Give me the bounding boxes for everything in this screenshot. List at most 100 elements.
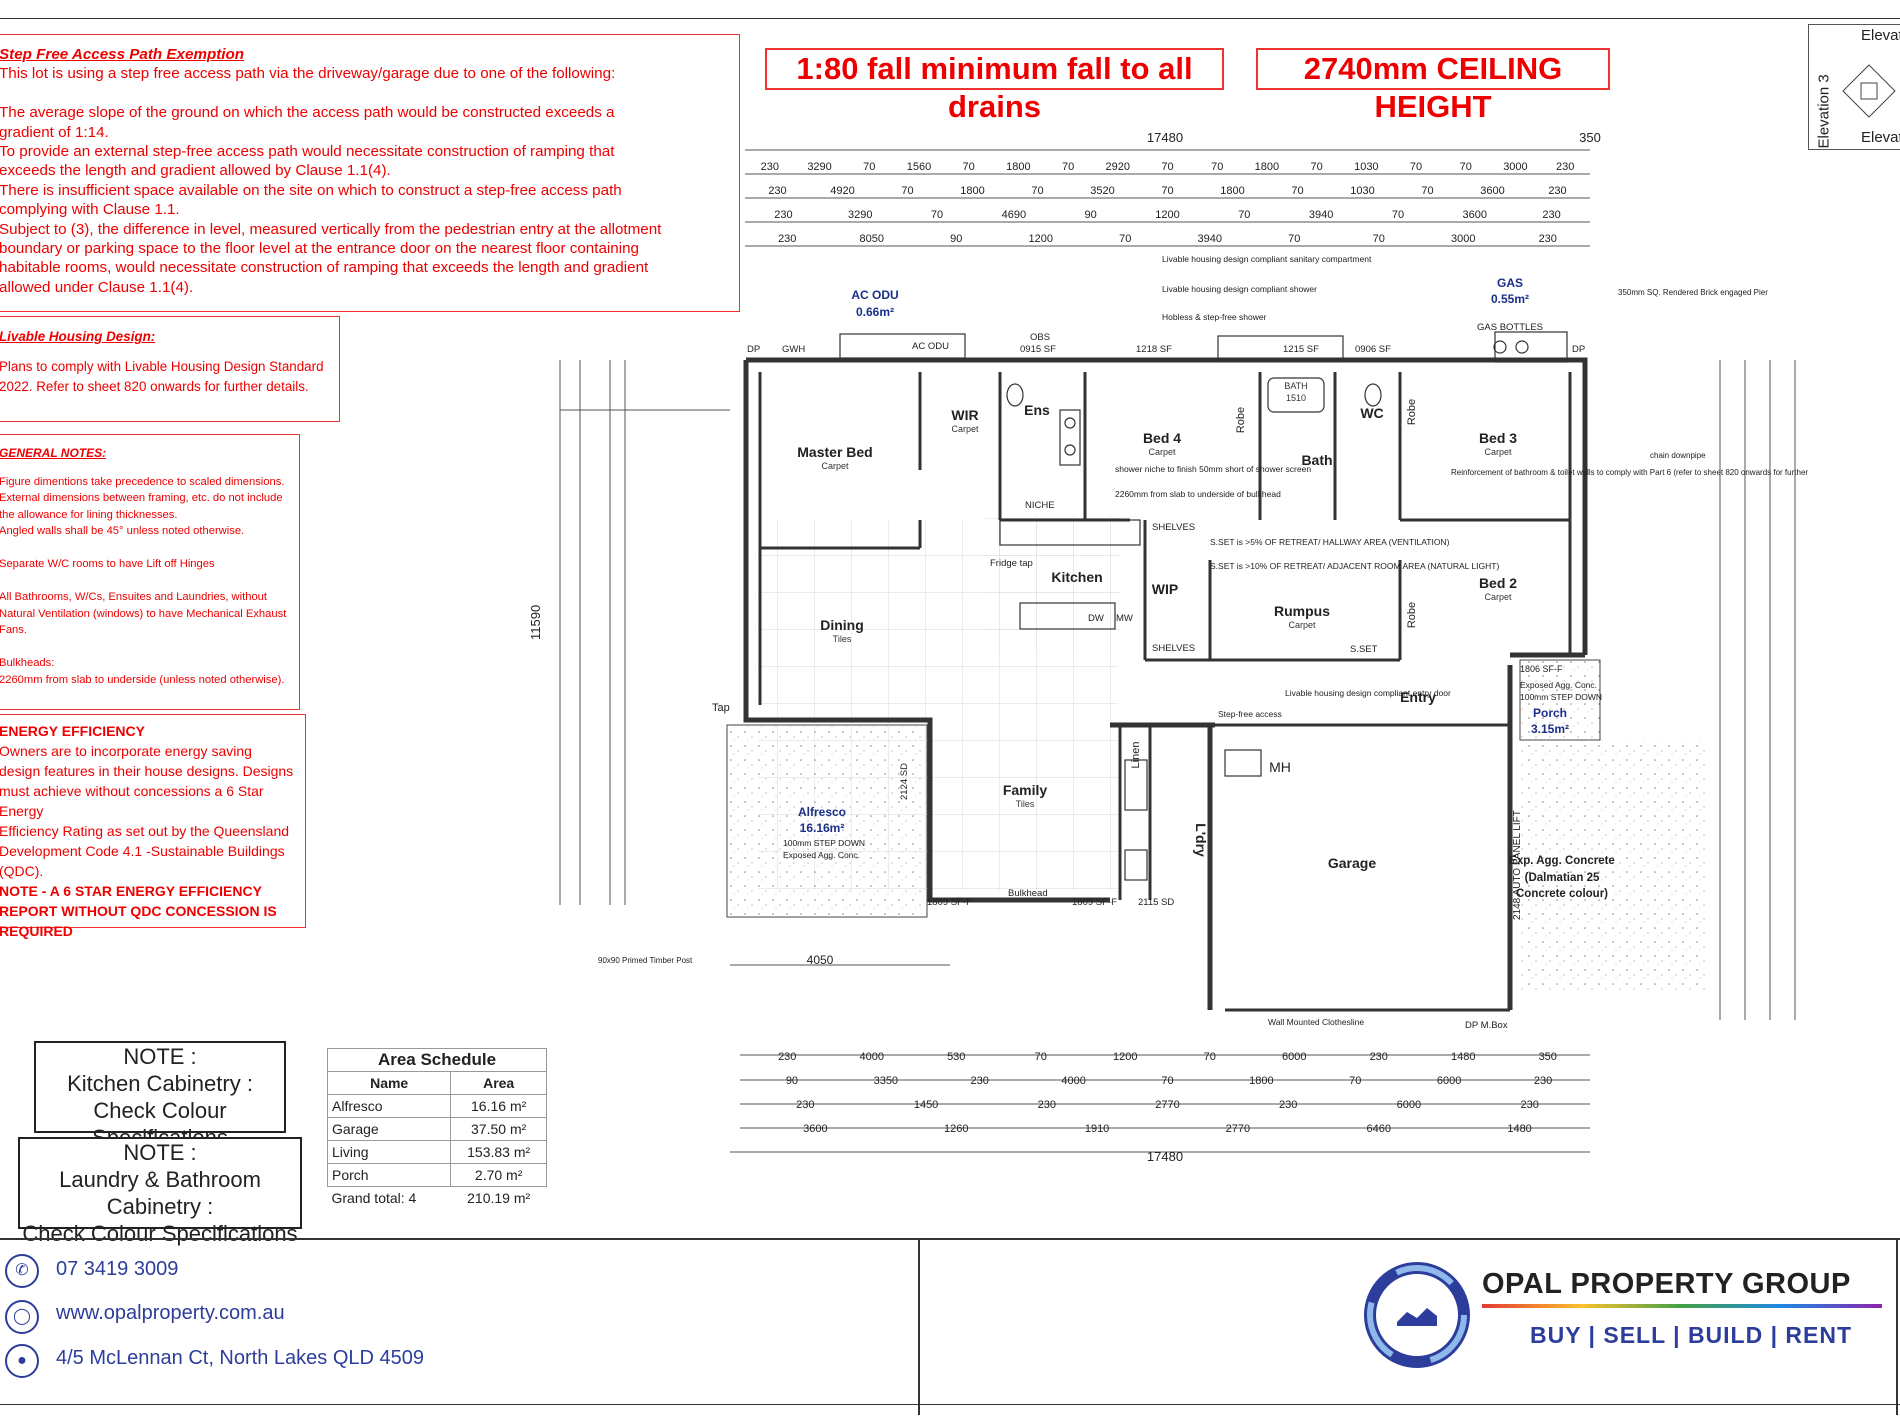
dimension-label: 3940	[1198, 233, 1222, 245]
footer-right-rule	[1896, 1240, 1898, 1415]
alfresco-area: 16.16m²	[800, 821, 845, 835]
note-line: Fans.	[0, 624, 27, 636]
room-wc: WC	[1360, 405, 1383, 421]
finish-wir: Carpet	[951, 424, 979, 434]
dimension-label: 350	[1539, 1051, 1557, 1063]
dimension-label: 70	[1031, 185, 1043, 197]
lhd-entry-label: Livable housing design compliant entry d…	[1285, 688, 1451, 698]
livable-notes: Livable Housing Design: Plans to comply …	[0, 316, 340, 422]
note-line: All Bathrooms, W/Cs, Ensuites and Laundr…	[0, 591, 268, 603]
porch-area: 3.15m²	[1531, 722, 1569, 736]
note-line: Owners are to incorporate energy saving	[0, 743, 252, 759]
dimension-label: 230	[1548, 185, 1566, 197]
room-dining: Dining	[820, 617, 864, 633]
note-line: allowed under Clause 1.1(4).	[0, 278, 194, 296]
room-ens: Ens	[1024, 402, 1050, 418]
dimension-label: 70	[901, 185, 913, 197]
dimension-label: 1260	[944, 1123, 968, 1135]
top-border	[0, 18, 1900, 19]
dimension-label: 3290	[807, 161, 831, 173]
phone-icon: ✆	[5, 1254, 39, 1288]
dimension-label: 230	[796, 1099, 814, 1111]
gas-label: GAS	[1497, 276, 1523, 290]
dimension-label: 1800	[1006, 161, 1030, 173]
sd-2124-label: 2124 SD	[899, 763, 910, 800]
note-line: External dimensions between framing, etc…	[0, 492, 283, 504]
dimension-label: 230	[778, 1051, 796, 1063]
energy-title: ENERGY EFFICIENCY	[0, 723, 145, 739]
dimension-label: 3600	[1463, 209, 1487, 221]
laundry-note-l3: Check Colour Specifications	[22, 1221, 298, 1246]
alfresco-step-label: 100mm STEP DOWN	[783, 838, 865, 848]
dimension-label: 230	[768, 185, 786, 197]
note-line: (QDC).	[0, 863, 44, 879]
dimension-label: 1480	[1451, 1051, 1475, 1063]
footer-divider	[918, 1240, 920, 1415]
area-cell: 2.70 m²	[450, 1163, 547, 1187]
area-col-area: Area	[450, 1071, 547, 1095]
note-line: must achieve without concessions a 6 Sta…	[0, 783, 264, 819]
room-family: Family	[1003, 782, 1048, 798]
dimension-label: 70	[1161, 185, 1173, 197]
brand-name: OPAL PROPERTY GROUP	[1482, 1268, 1851, 1300]
dimension-label: 2920	[1106, 161, 1130, 173]
concrete-colour-label: Concrete colour)	[1516, 888, 1608, 900]
kitchen-note-l1: NOTE :	[123, 1044, 197, 1069]
contact-phone[interactable]: 07 3419 3009	[56, 1258, 179, 1280]
dimension-label: 70	[1373, 233, 1385, 245]
note-line: 2022. Refer to sheet 820 onwards for fur…	[0, 379, 309, 394]
overall-extra-label: 350	[1579, 130, 1601, 145]
dimension-label: 4000	[860, 1051, 884, 1063]
note-line: NOTE - A 6 STAR ENERGY EFFICIENCY	[0, 883, 262, 899]
dimension-label: 70	[1161, 1075, 1173, 1087]
room-kitchen: Kitchen	[1051, 569, 1102, 585]
location-icon: ●	[5, 1344, 39, 1378]
footer-bottom-rule	[0, 1404, 1900, 1405]
area-schedule-title: Area Schedule	[327, 1048, 547, 1072]
dimension-label: 2770	[1155, 1099, 1179, 1111]
dimension-label: 1450	[914, 1099, 938, 1111]
laundry-note-l1: NOTE :	[123, 1140, 197, 1165]
step-free-notes: Step Free Access Path Exemption This lot…	[0, 34, 740, 312]
dimension-label: 230	[1038, 1099, 1056, 1111]
dimension-label: 230	[761, 161, 779, 173]
room-labels: Master Bed WIR Ens Bed 4 Bath WC Bed 3 B…	[797, 402, 1517, 871]
dimension-label: 70	[1211, 161, 1223, 173]
brand-stripe	[1482, 1304, 1882, 1308]
dp-label-right: DP	[1572, 344, 1585, 355]
note-line: Bulkheads:	[0, 657, 55, 669]
dimension-label: 70	[1349, 1075, 1361, 1087]
contact-web[interactable]: www.opalproperty.com.au	[56, 1302, 285, 1324]
dimension-label: 70	[1421, 185, 1433, 197]
panel-lift-label: 2148 AUTO PANEL LIFT	[1512, 810, 1523, 920]
dimension-label: 230	[1556, 161, 1574, 173]
bulkhead-note-label: 2260mm from slab to underside of bulkhea…	[1115, 489, 1281, 499]
dimension-label: 1800	[1249, 1075, 1273, 1087]
dimension-label: 70	[1204, 1051, 1216, 1063]
dimension-label: 6000	[1437, 1075, 1461, 1087]
dimension-label: 1910	[1085, 1123, 1109, 1135]
finish-master-bed: Carpet	[821, 461, 849, 471]
elevation-top-label: Elevation	[1861, 27, 1900, 44]
note-line: exceeds the length and gradient allowed …	[0, 162, 391, 180]
finish-bed2: Carpet	[1484, 592, 1512, 602]
bottom-total-label: 17480	[1147, 1149, 1183, 1164]
pier-note-label: 350mm SQ. Rendered Brick engaged Pier	[1618, 288, 1768, 297]
post-note-label: 90x90 Primed Timber Post	[598, 956, 693, 965]
finish-bed4: Carpet	[1148, 447, 1176, 457]
floor-finish-labels: Carpet Carpet Carpet Carpet Carpet Carpe…	[821, 381, 1512, 809]
step-free-title: Step Free Access Path Exemption	[0, 46, 245, 63]
mbox-label: DP M.Box	[1465, 1020, 1508, 1031]
clothesline-label: Wall Mounted Clothesline	[1268, 1017, 1364, 1027]
bath-tub-size: 1510	[1286, 393, 1306, 403]
footer-top-rule	[0, 1238, 1900, 1240]
dimension-label: 1030	[1354, 161, 1378, 173]
room-entry: Entry	[1400, 689, 1436, 705]
sset1-label: S.SET is >5% OF RETREAT/ HALLWAY AREA (V…	[1210, 537, 1450, 547]
bath-tub-label: BATH	[1284, 381, 1307, 391]
